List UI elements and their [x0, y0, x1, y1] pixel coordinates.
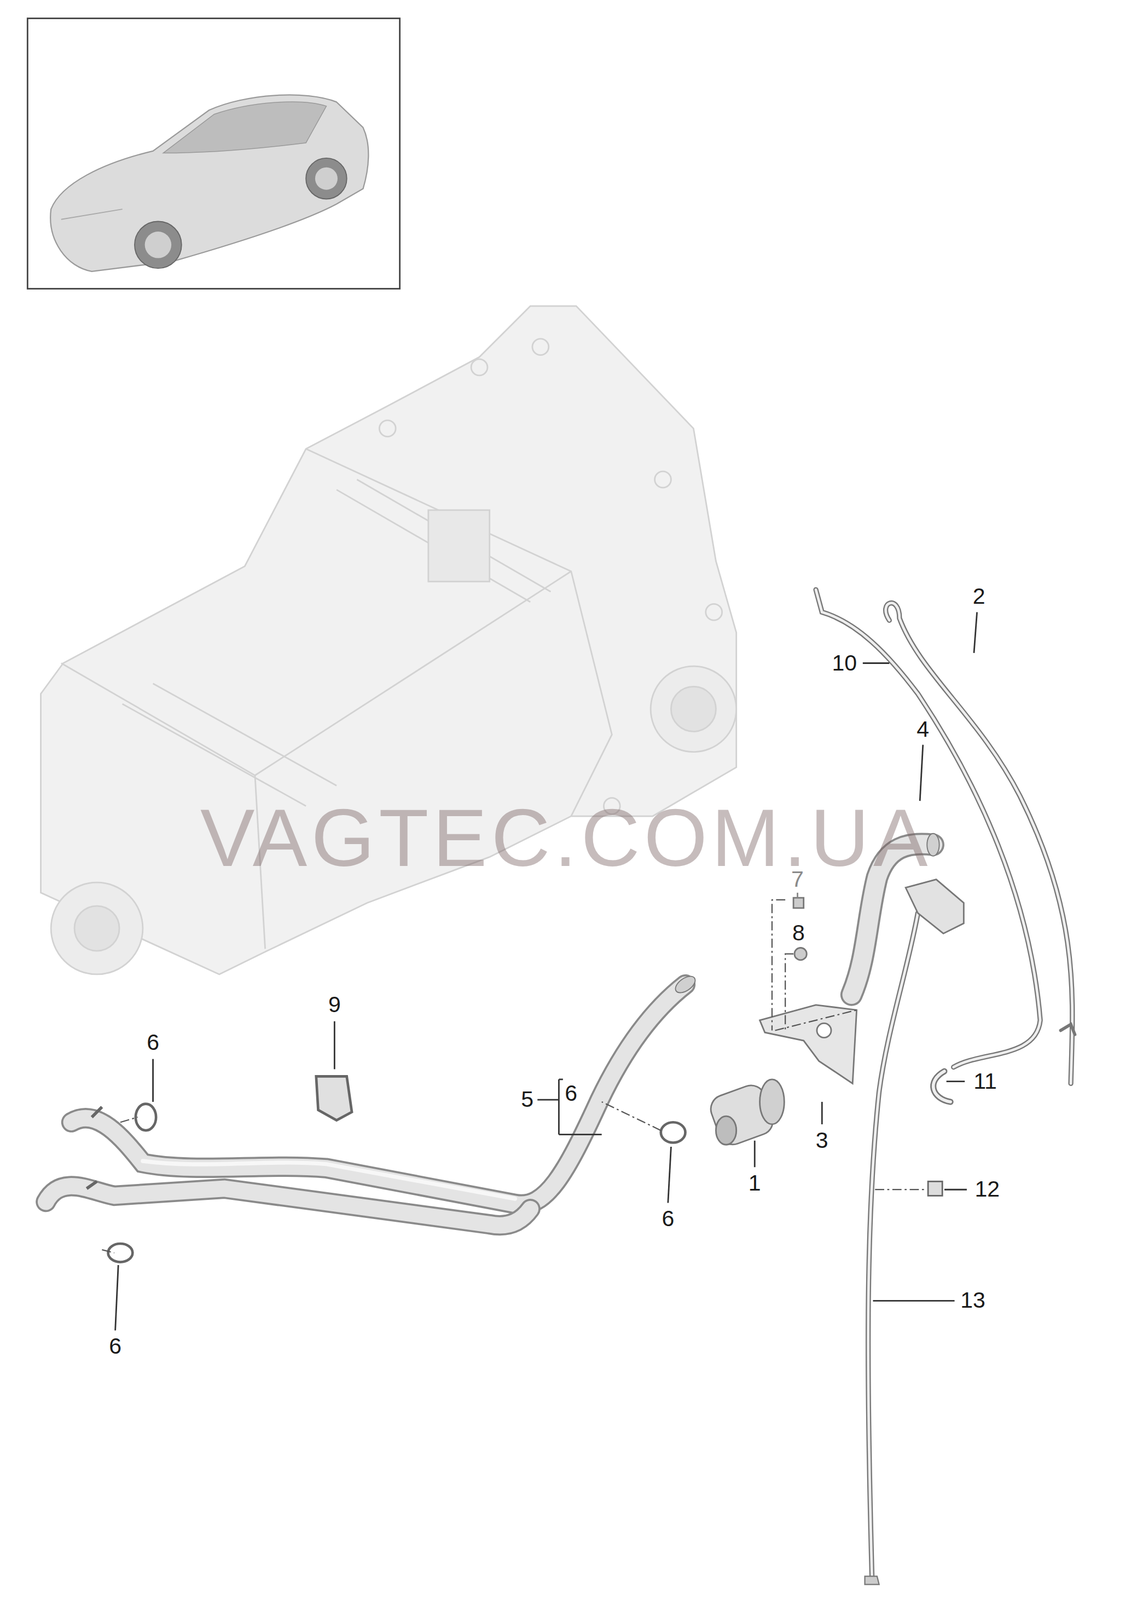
drawing-part: [754, 1140, 756, 1167]
drawing-part: [868, 912, 919, 1576]
valve-and-bracket: [706, 897, 857, 1148]
drawing-part: [145, 231, 172, 258]
callout-number: 7: [791, 867, 804, 891]
drawing-part: [794, 947, 807, 960]
leader-lines: [115, 611, 978, 1330]
drawing-part: [471, 358, 488, 376]
drawing-part: [933, 1070, 951, 1102]
drawing-part: [305, 448, 612, 816]
drawing-part: [142, 1160, 515, 1199]
drawing-part: [905, 879, 964, 934]
drawing-part: [862, 662, 890, 664]
drawing-part: [760, 1079, 785, 1124]
drawing-part: [715, 1115, 736, 1145]
drawing-part: [973, 611, 978, 653]
drawing-part: [316, 1075, 352, 1120]
drawing-part: [86, 1106, 102, 1188]
drawing-part: [821, 1101, 823, 1124]
drawing-part: [379, 420, 396, 437]
callout-number: 12: [974, 1178, 1000, 1201]
drawing-part: [50, 882, 143, 974]
drawing-part: [793, 897, 804, 908]
callout-number: 6: [564, 1082, 578, 1105]
drawing-part: [865, 1575, 880, 1585]
drawing-part: [796, 892, 799, 898]
drawing-part: [428, 509, 490, 582]
callout-number: 8: [792, 921, 805, 945]
callout-number: 11: [973, 1069, 997, 1093]
callout-number: 6: [661, 1207, 675, 1231]
coolant-pipes: [45, 833, 940, 1226]
drawing-part: [71, 984, 686, 1205]
drawing-part: [122, 479, 551, 806]
callout-number: 1: [748, 1172, 762, 1195]
drawing-part: [152, 1058, 154, 1102]
callout-number: 3: [815, 1128, 829, 1152]
drawing-part: [660, 1121, 686, 1142]
drawing-part: [670, 686, 716, 732]
drawing-part: [45, 1185, 531, 1226]
drawing-part: [772, 899, 786, 1031]
drawing-part: [944, 1188, 967, 1191]
drawing-part: [134, 221, 182, 269]
drawing-part: [537, 1079, 602, 1135]
drawing-part: [120, 1116, 138, 1122]
drawing-part: [775, 1009, 857, 1030]
drawing-part: [946, 1080, 966, 1082]
drawing-part: [101, 1249, 114, 1253]
drawing-part: [868, 912, 919, 1576]
drawing-part: [50, 94, 369, 271]
drawing-part: [254, 571, 572, 776]
drawing-part: [874, 1188, 926, 1190]
drawing-part: [872, 1299, 955, 1302]
callout-number: 9: [328, 993, 341, 1016]
car-thumbnail: [27, 18, 400, 289]
drawing-part: [760, 1004, 857, 1084]
drawing-part: [1060, 1023, 1075, 1035]
callout-number: 5: [520, 1088, 534, 1111]
drawing-part: [27, 18, 400, 289]
drawing-part: [61, 209, 123, 220]
drawing-part: [45, 1185, 531, 1226]
callout-number: 13: [960, 1289, 986, 1312]
hoses-and-cables: [815, 589, 1075, 1584]
drawing-part: [115, 1264, 119, 1330]
drawing-part: [315, 167, 338, 190]
drawing-part: [928, 1180, 943, 1196]
drawing-part: [135, 1103, 156, 1130]
drawing-part: [933, 1070, 951, 1102]
drawing-part: [74, 905, 120, 951]
callout-number: 2: [972, 585, 986, 608]
drawing-part: [71, 984, 686, 1205]
drawing-part: [816, 1022, 832, 1037]
clamps: [86, 1075, 686, 1262]
callout-number: 10: [831, 651, 857, 675]
drawing-part: [601, 1101, 661, 1130]
drawing-part: [705, 603, 723, 620]
drawing-part: [668, 1146, 672, 1203]
drawing-part: [163, 101, 327, 153]
drawing-part: [650, 665, 737, 752]
drawing-part: [919, 744, 924, 802]
drawing-part: [672, 972, 698, 996]
callout-number: 6: [108, 1335, 122, 1358]
callout-number: 6: [146, 1030, 160, 1054]
dash-dot-lines: [101, 899, 926, 1253]
drawing-part: [333, 1021, 336, 1070]
drawing-part: [532, 338, 549, 356]
drawing-part: [305, 158, 347, 200]
drawing-part: [785, 953, 794, 1031]
watermark: VAGTEC.COM.UA: [200, 797, 932, 880]
drawing-part: [108, 1243, 133, 1262]
drawing-part: [654, 471, 672, 488]
callout-number: 4: [916, 717, 930, 741]
